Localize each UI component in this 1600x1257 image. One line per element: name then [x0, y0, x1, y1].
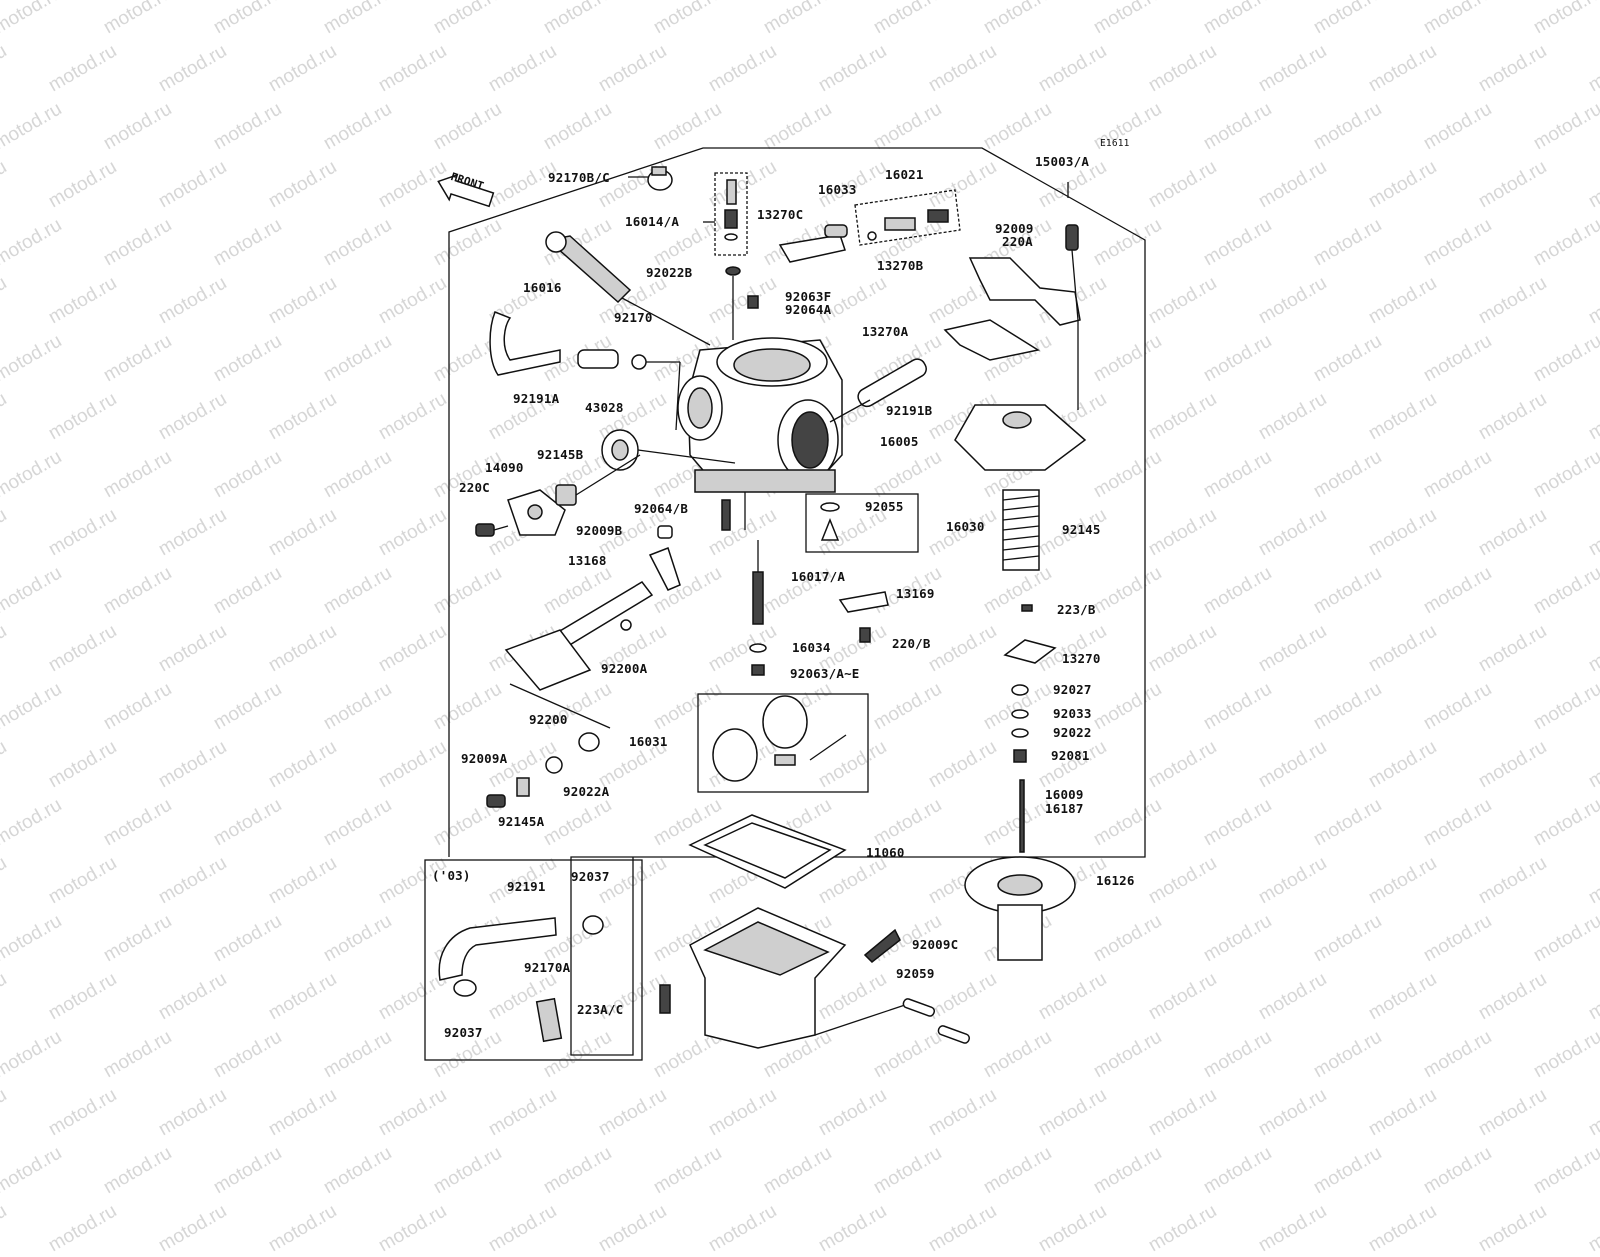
part-label-92145b: 92145B: [537, 447, 584, 462]
part-label-223-b: 223/B: [1057, 602, 1096, 617]
diagram-code: E1611: [1100, 138, 1130, 149]
part-label-16017-a: 16017/A: [791, 569, 846, 584]
part-label-92063f: 92063F: [785, 289, 832, 304]
main-spring: [1002, 489, 1040, 571]
part-label-13270b: 13270B: [877, 258, 924, 273]
part-label-13270c: 13270C: [757, 207, 804, 222]
part-label-16031: 16031: [629, 734, 668, 749]
part-label-92009: 92009: [995, 221, 1034, 236]
part-label-16021: 16021: [885, 167, 924, 182]
watermark-text: motod.ru: [1145, 1200, 1221, 1257]
watermark-text: motod.ru: [705, 1200, 781, 1257]
part-label-92059: 92059: [896, 966, 935, 981]
part-label-92170a: 92170A: [524, 960, 571, 975]
part-label-16016: 16016: [523, 280, 562, 295]
part-label-92022b: 92022B: [646, 265, 693, 280]
part-label-92200a: 92200A: [601, 661, 648, 676]
part-label-92191b: 92191B: [886, 403, 933, 418]
carburetor-body: [677, 337, 843, 530]
watermark-text: motod.ru: [595, 1200, 671, 1257]
part-label-92037-top: 92037: [571, 869, 610, 884]
part-label-220-b: 220/B: [892, 636, 931, 651]
watermark-text: motod.ru: [1475, 1200, 1551, 1257]
part-label-92200: 92200: [529, 712, 568, 727]
watermark-text: motod.ru: [155, 1200, 231, 1257]
part-label-220c: 220C: [459, 480, 490, 495]
part-label-92064a: 92064A: [785, 302, 832, 317]
part-label-92009b: 92009B: [576, 523, 623, 538]
watermark-text: motod.ru: [1585, 1200, 1600, 1257]
variant-box: [424, 859, 643, 1061]
part-label-13168: 13168: [568, 553, 607, 568]
part-label-92145a: 92145A: [498, 814, 545, 829]
part-label-16005: 16005: [880, 434, 919, 449]
part-label-92191a: 92191A: [513, 391, 560, 406]
part-label-92022a: 92022A: [563, 784, 610, 799]
part-label-92170: 92170: [614, 310, 653, 325]
part-label-11060: 11060: [866, 845, 905, 860]
part-label-92081: 92081: [1051, 748, 1090, 763]
watermark-text: motod.ru: [265, 1200, 341, 1257]
watermark-text: motod.ru: [1255, 1200, 1331, 1257]
part-label-13169: 13169: [896, 586, 935, 601]
watermark-text: motod.ru: [45, 1200, 121, 1257]
part-label-92009a: 92009A: [461, 751, 508, 766]
variant-label: ('03): [432, 868, 471, 883]
part-label-92170b-c: 92170B/C: [548, 170, 610, 185]
watermark-text: motod.ru: [375, 1200, 451, 1257]
assembly-boundary: [448, 147, 1146, 1056]
part-label-16187: 16187: [1045, 801, 1084, 816]
part-label-16014-a: 16014/A: [625, 214, 680, 229]
watermark-text: motod.ru: [485, 1200, 561, 1257]
watermark-text: motod.ru: [925, 1200, 1001, 1257]
part-label-92055: 92055: [865, 499, 904, 514]
part-label-223a-c: 223A/C: [577, 1002, 624, 1017]
part-label-92027: 92027: [1053, 682, 1092, 697]
part-label-13270a: 13270A: [862, 324, 909, 339]
part-label-16009: 16009: [1045, 787, 1084, 802]
part-label-16126: 16126: [1096, 873, 1135, 888]
part-label-92009c: 92009C: [912, 937, 959, 952]
part-label-92191: 92191: [507, 879, 546, 894]
part-label-16033: 16033: [818, 182, 857, 197]
part-label-13270: 13270: [1062, 651, 1101, 666]
part-label-92037-bottom: 92037: [444, 1025, 483, 1040]
watermark-text: motod.ru: [0, 1200, 11, 1257]
part-label-92064-b: 92064/B: [634, 501, 689, 516]
part-label-92145: 92145: [1062, 522, 1101, 537]
part-label-43028: 43028: [585, 400, 624, 415]
watermark-text: motod.ru: [1035, 1200, 1111, 1257]
carburetor-exploded-view: [424, 147, 1146, 1061]
watermark-text: motod.ru: [1365, 1200, 1441, 1257]
assembly-label: 15003/A: [1035, 154, 1090, 169]
watermark-text: motod.ru: [815, 1200, 891, 1257]
part-label-16030: 16030: [946, 519, 985, 534]
part-label-16034: 16034: [792, 640, 831, 655]
part-label-92033: 92033: [1053, 706, 1092, 721]
part-label-14090: 14090: [485, 460, 524, 475]
part-label-92063-a-e: 92063/A~E: [790, 666, 860, 681]
part-label-220a: 220A: [1002, 234, 1033, 249]
front-arrow: [437, 173, 495, 208]
part-label-92022: 92022: [1053, 725, 1092, 740]
